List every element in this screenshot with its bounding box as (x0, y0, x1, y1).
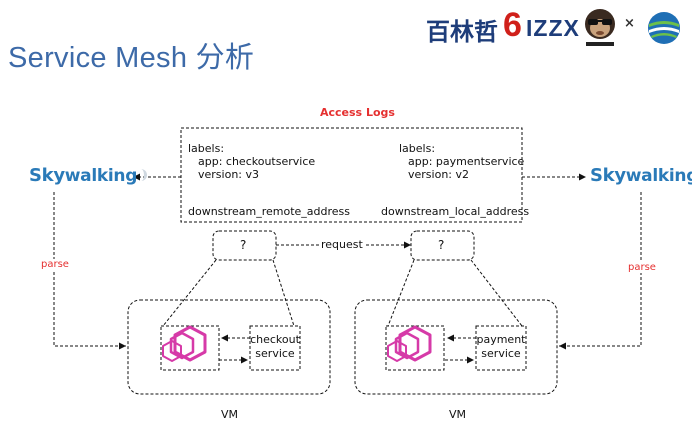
right-version-label: version: v2 (408, 168, 469, 181)
unknown-label-right: ? (438, 238, 445, 252)
brand-logo-chinese: 百林哲 (426, 18, 498, 46)
left-app-label: app: checkoutservice (198, 155, 316, 168)
envoy-box-right (385, 325, 445, 371)
monkey-logo-icon (585, 9, 615, 46)
access-logs-box (180, 127, 523, 223)
parse-label-right: parse (627, 262, 657, 273)
access-logs-title: Access Logs (320, 106, 395, 119)
left-version-label: version: v3 (198, 168, 259, 181)
right-address-label: downstream_local_address (381, 205, 530, 218)
unknown-box-right (410, 230, 475, 261)
right-labels-heading: labels: (399, 142, 436, 155)
times-sign: × (624, 16, 635, 31)
unknown-box-left (212, 230, 277, 261)
parse-path-right (559, 192, 642, 350)
right-app-label: app: paymentservice (408, 155, 525, 168)
brand-logo-izzx: IZZX (526, 15, 580, 41)
envoy-icon (387, 325, 432, 362)
page-title: Service Mesh 分析 (8, 42, 255, 74)
unknown-label-left: ? (240, 238, 247, 252)
request-label: request (320, 238, 364, 251)
checkout-service-label: checkout service (250, 333, 300, 360)
skywalking-logo-right: Skywalking (590, 165, 692, 186)
payment-service-box (475, 325, 527, 371)
globe-logo-icon (648, 12, 680, 44)
skywalking-logo-left: Skywalking (29, 165, 148, 186)
envoy-box-left (160, 325, 220, 371)
parse-path-left (53, 192, 126, 350)
vm-box-left (127, 299, 331, 395)
payment-service-label: payment service (476, 333, 526, 360)
vm-label-left: VM (221, 408, 239, 421)
parse-label-left: parse (40, 259, 70, 270)
envoy-icon (162, 325, 207, 362)
left-address-label: downstream_remote_address (188, 205, 351, 218)
vm-box-right (354, 299, 558, 395)
brand-logo-six: 6 (503, 6, 522, 44)
checkout-service-box (249, 325, 301, 371)
left-labels-heading: labels: (188, 142, 225, 155)
vm-label-right: VM (449, 408, 467, 421)
